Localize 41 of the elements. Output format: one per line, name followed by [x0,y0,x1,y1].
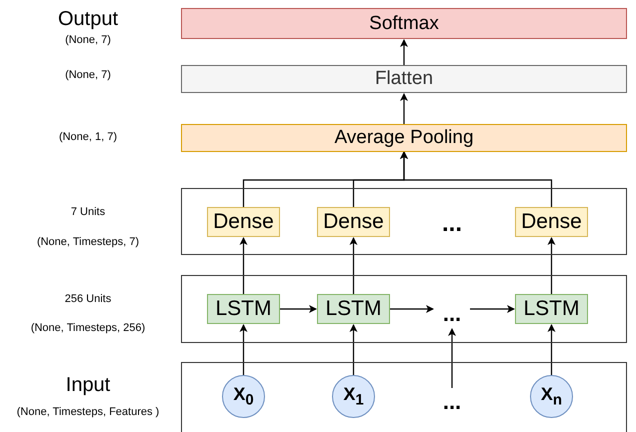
ellipsis: ... [442,210,462,238]
lstm-cell-box: LSTM [317,294,390,324]
arrow [448,328,456,388]
layer-box: Average Pooling [181,124,627,152]
layer-group-box [181,362,627,432]
layer-group-box [181,188,627,255]
layer-group-box [181,275,627,343]
input-circle: X$_{0}$ [222,375,265,418]
input-circle: X$_{1}$ [332,375,375,418]
dense-unit-box: Dense [207,207,280,237]
layer-box: Flatten [181,65,627,93]
shape-label: 256 Units [64,293,112,305]
shape-label: (None, Timesteps, 256) [30,322,146,334]
dense-unit-box: Dense [317,207,390,237]
arrow [350,237,358,294]
lstm-cell-box: LSTM [207,294,280,324]
arrow [548,324,556,375]
dense-unit-box: Dense [515,207,588,237]
shape-label: (None, 1, 7) [58,131,118,143]
arrow [390,305,434,313]
lstm-cell-box: LSTM [515,294,588,324]
arrow [350,324,358,375]
arrow [470,305,515,313]
shape-label: 7 Units [70,206,106,218]
section-heading: Input [66,374,110,397]
arrow [400,39,408,65]
shape-label: (None, 7) [65,69,111,81]
shape-label: (None, Timesteps, 7) [36,236,140,248]
section-heading: Output [58,8,118,31]
layer-box: Softmax [181,8,627,39]
shape-label: (None, Timesteps, Features ) [16,406,160,418]
arrow [240,324,248,375]
arrow [240,237,248,294]
arrow [548,237,556,294]
ellipsis: ... [434,388,470,416]
ellipsis: ... [434,300,470,328]
arrow [400,93,408,124]
shape-label: (None, 7) [65,34,111,46]
arrow [280,305,317,313]
input-circle: X$_{n}$ [530,375,573,418]
arrow [400,151,552,207]
